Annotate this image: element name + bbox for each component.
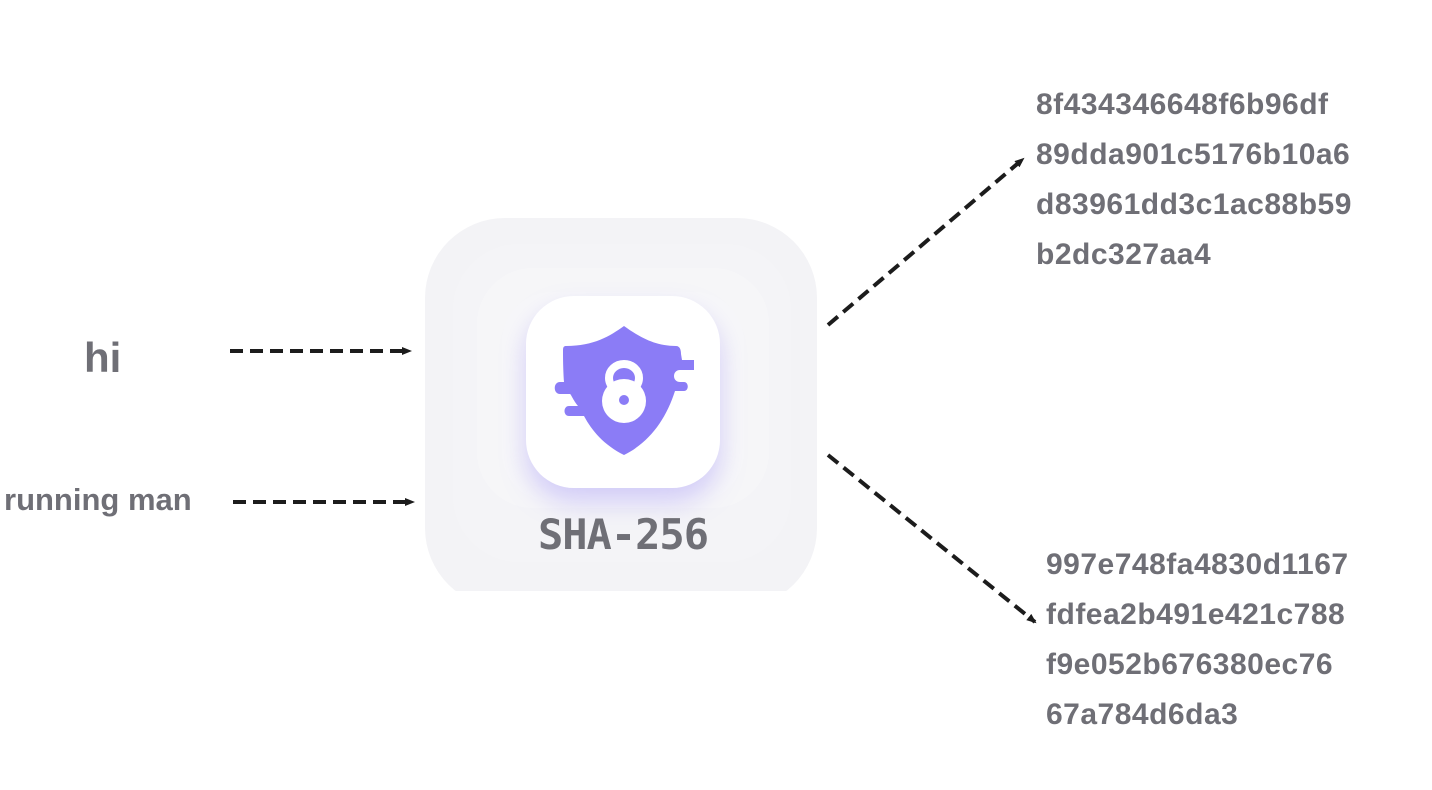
algorithm-icon-tile	[526, 296, 720, 488]
input-text-running-man: running man	[4, 482, 192, 517]
input-text-hi: hi	[84, 334, 122, 381]
hash-line: 89dda901c5176b10a6	[1036, 138, 1351, 171]
hash-line: 67a784d6da3	[1046, 698, 1239, 731]
arrow-sha-to-hash-2	[826, 453, 1037, 624]
hash-line: f9e052b676380ec76	[1046, 648, 1334, 681]
card-bottom-clip	[420, 591, 840, 631]
hash-line: 997e748fa4830d1167	[1046, 548, 1349, 581]
hash-line: b2dc327aa4	[1036, 238, 1212, 271]
hash-output-1: 8f434346648f6b96df 89dda901c5176b10a6 d8…	[1036, 80, 1352, 280]
hash-line: fdfea2b491e421c788	[1046, 598, 1346, 631]
hash-line: d83961dd3c1ac88b59	[1036, 188, 1352, 221]
algorithm-label: SHA-256	[537, 510, 709, 559]
arrow-sha-to-hash-1	[826, 157, 1025, 327]
hash-line: 8f434346648f6b96df	[1036, 88, 1329, 121]
shield-lock-icon	[554, 326, 694, 455]
hash-output-2: 997e748fa4830d1167 fdfea2b491e421c788 f9…	[1046, 540, 1349, 740]
